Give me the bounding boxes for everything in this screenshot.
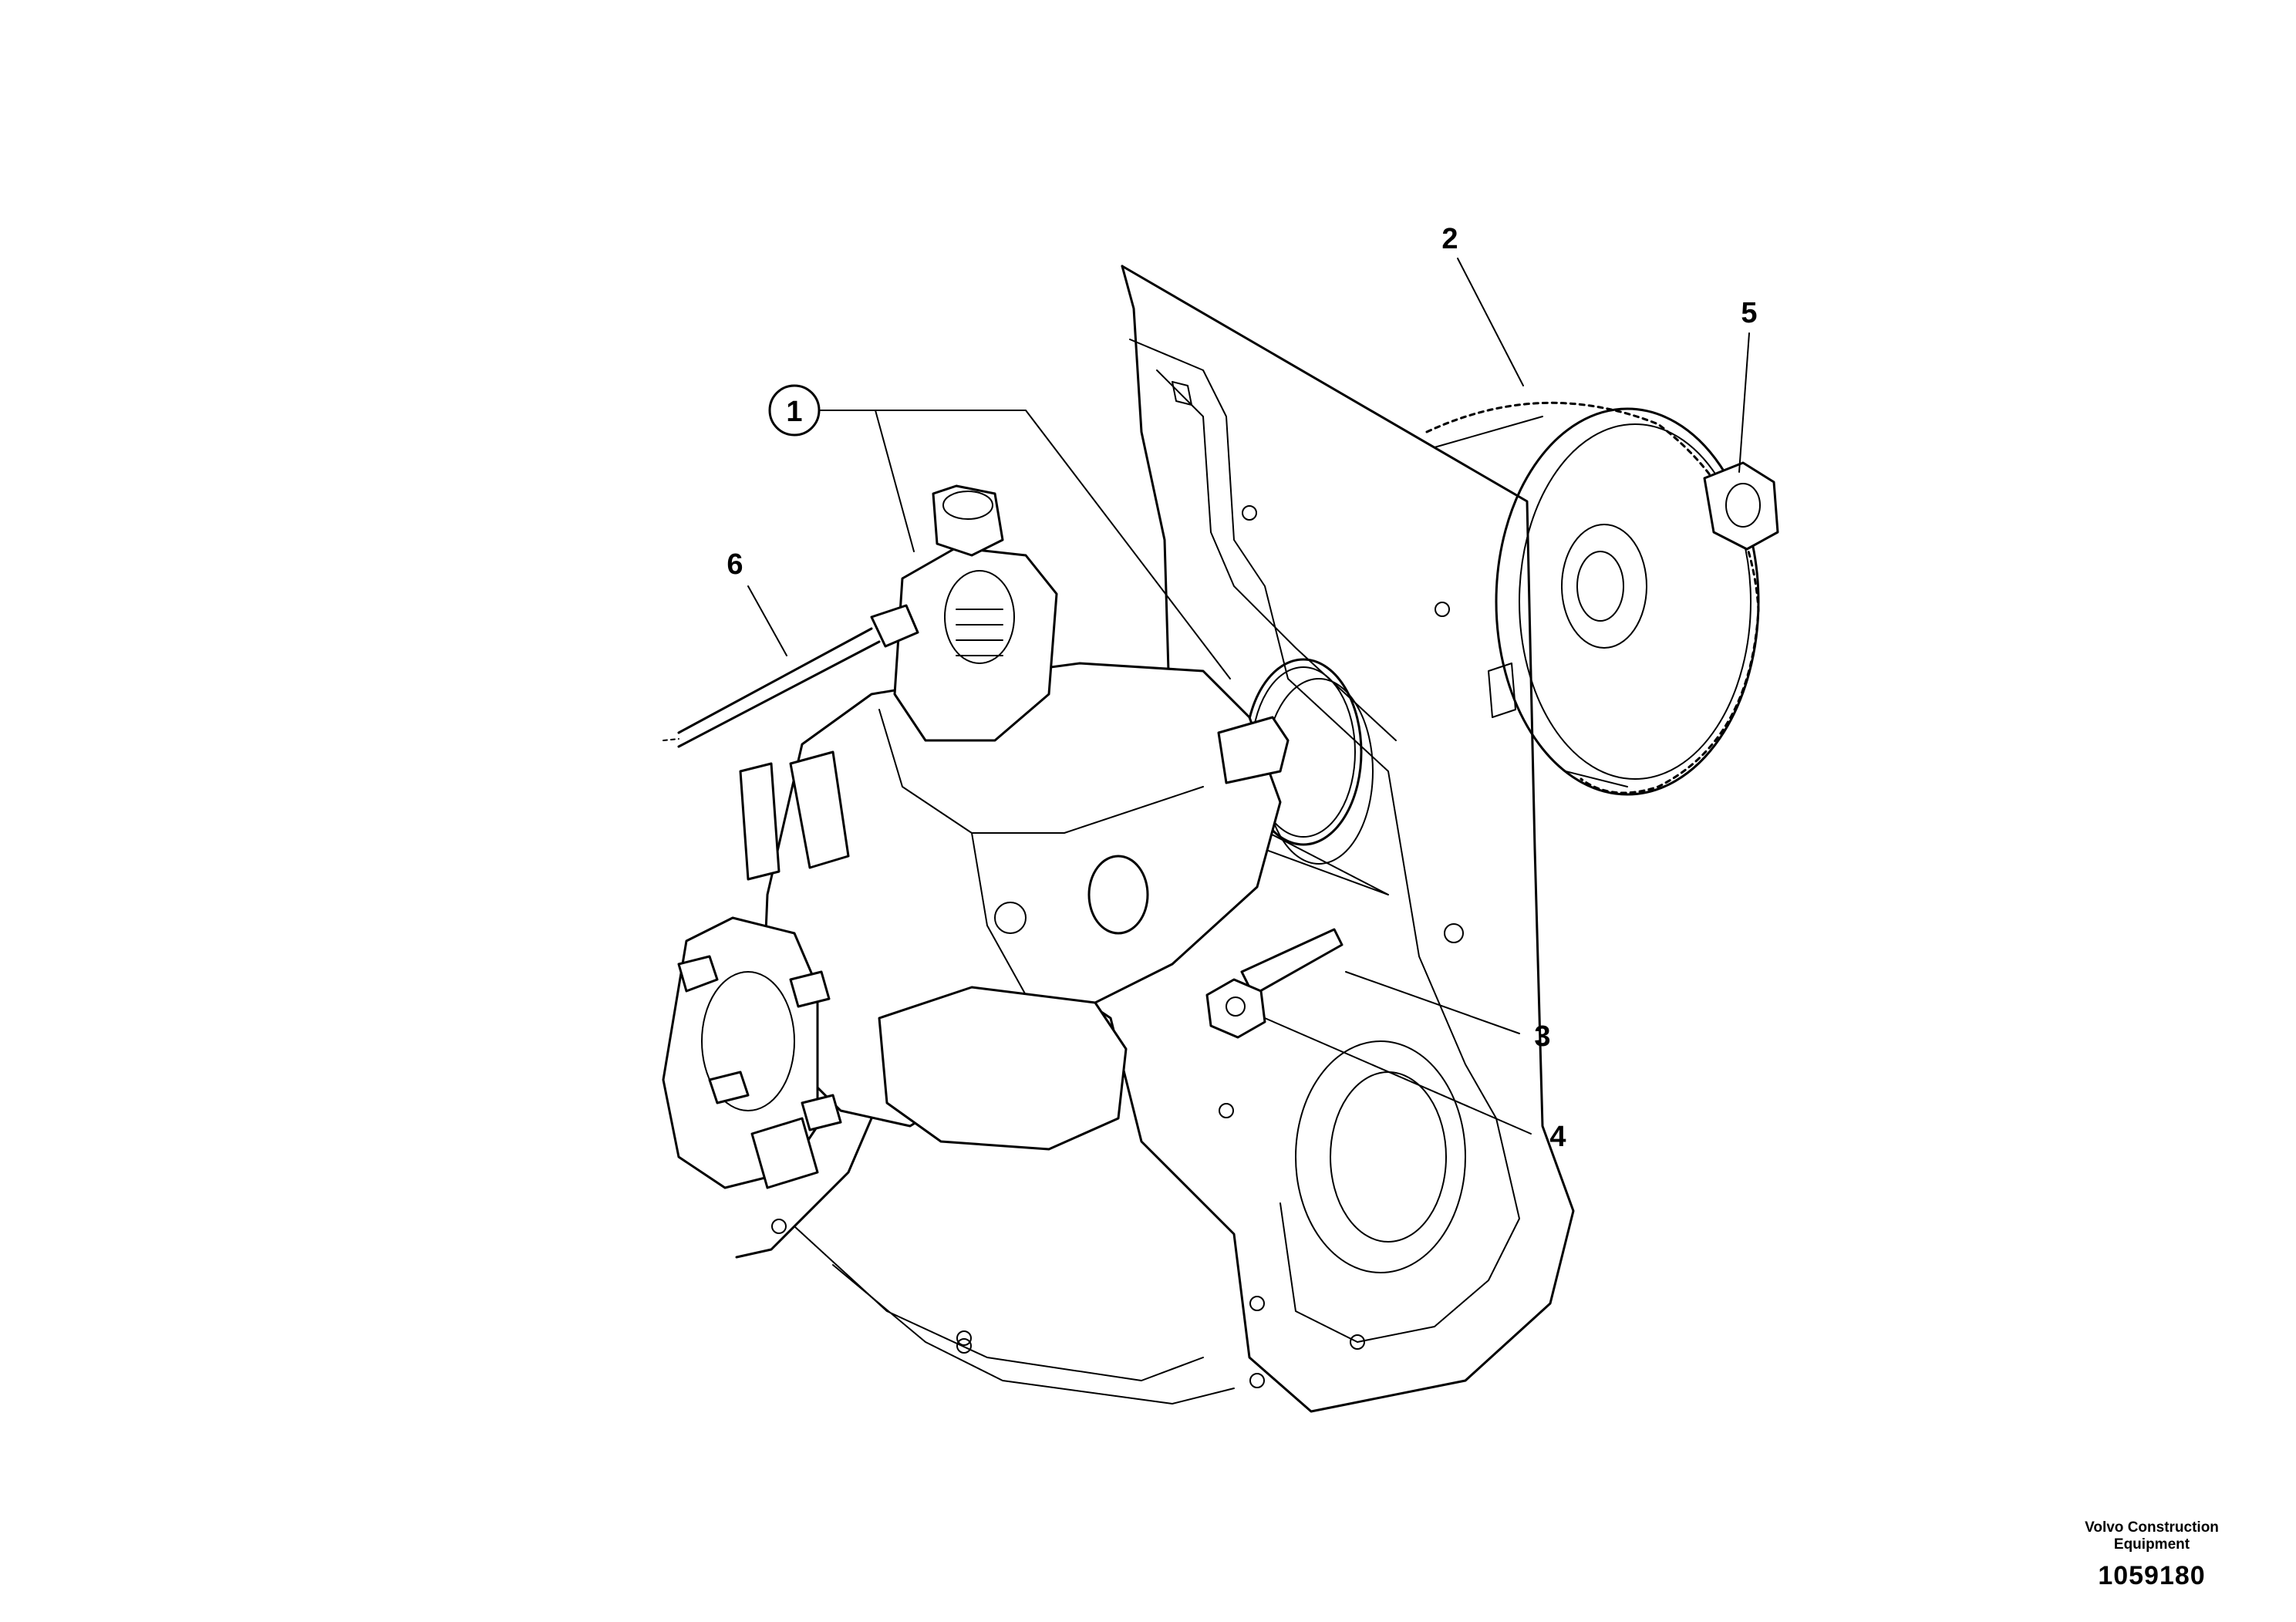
drive-gear bbox=[1425, 401, 1760, 796]
brand-line-1: Volvo Construction bbox=[2085, 1519, 2219, 1536]
callout-1-label: 1 bbox=[786, 396, 802, 428]
mounting-nut bbox=[1205, 978, 1266, 1039]
leader-lines bbox=[747, 258, 1750, 1135]
callout-1: 1 bbox=[768, 384, 821, 437]
gear-nut bbox=[1703, 461, 1779, 551]
fuel-pipe bbox=[663, 604, 919, 748]
callout-5-label: 5 bbox=[1741, 297, 1757, 329]
callout-2-label: 2 bbox=[1441, 223, 1458, 255]
callout-3-label: 3 bbox=[1534, 1020, 1550, 1053]
fuel-injection-pump bbox=[662, 484, 1290, 1189]
brand-line-2: Equipment bbox=[2113, 1536, 2190, 1553]
mounting-stud bbox=[1240, 928, 1344, 996]
drawing-footer: Volvo Construction Equipment 1059180 bbox=[2036, 1519, 2267, 1591]
callout-4-label: 4 bbox=[1549, 1121, 1566, 1153]
callout-6-label: 6 bbox=[727, 548, 743, 581]
drawing-number: 1059180 bbox=[2098, 1561, 2206, 1590]
